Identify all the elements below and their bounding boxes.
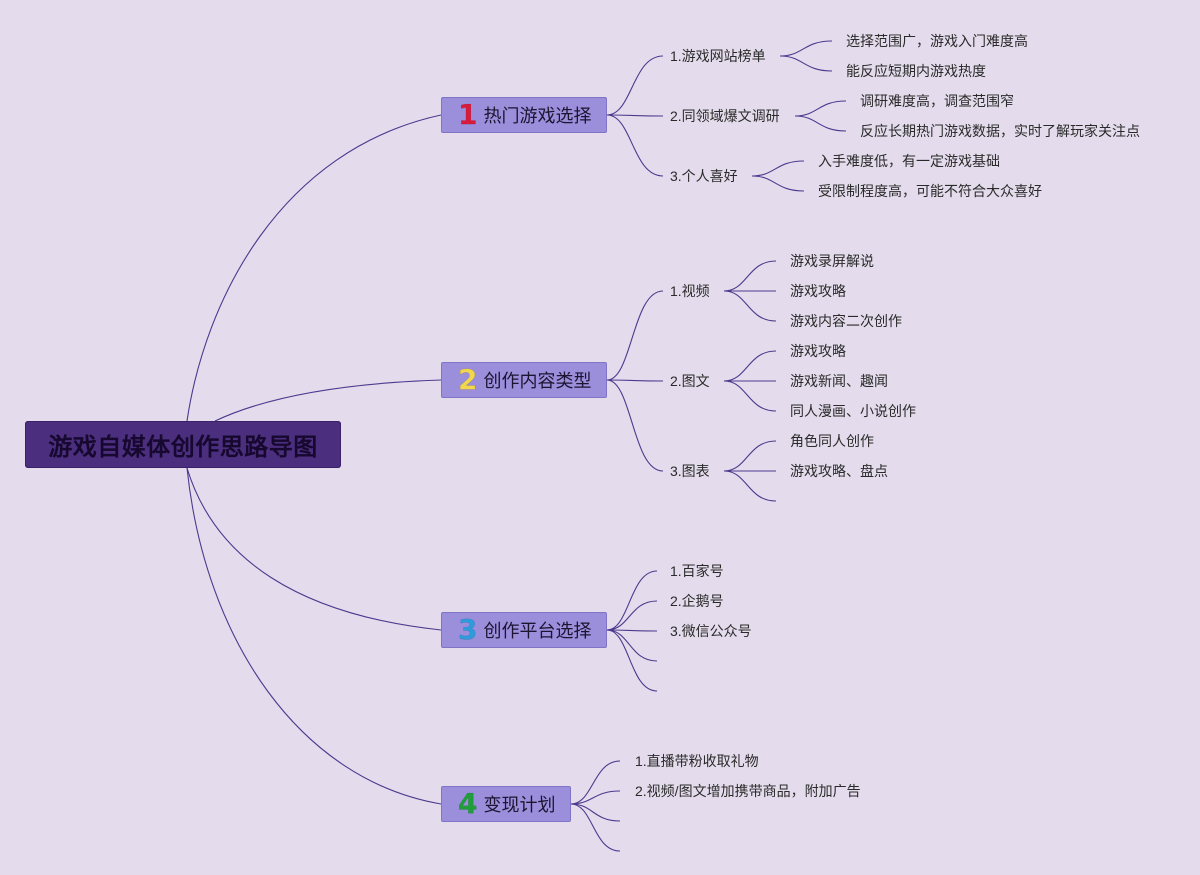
branch-label-1: 热门游戏选择 xyxy=(483,106,592,126)
branch-label-3: 创作平台选择 xyxy=(483,621,592,641)
detail-label: 受限制程度高，可能不符合大众喜好 xyxy=(818,183,1042,199)
branch-connector xyxy=(606,629,658,692)
detail-label: 反应长期热门游戏数据，实时了解玩家关注点 xyxy=(860,123,1140,139)
root-title: 游戏自媒体创作思路导图 xyxy=(48,434,318,461)
branch-node-1[interactable]: 1 热门游戏选择 xyxy=(441,97,607,133)
detail-connector xyxy=(723,260,777,292)
detail-label: 游戏攻略 xyxy=(790,343,846,359)
detail-label: 选择范围广，游戏入门难度高 xyxy=(846,33,1028,49)
detail-label: 游戏内容二次创作 xyxy=(790,313,902,329)
detail-connector xyxy=(723,470,777,502)
topic-label: 2.视频/图文增加携带商品，附加广告 xyxy=(635,783,861,799)
branch-number-3: 3 xyxy=(458,613,478,646)
topic-label: 1.百家号 xyxy=(670,563,724,579)
topic-label: 3.个人喜好 xyxy=(670,168,738,184)
detail-label: 游戏新闻、趣闻 xyxy=(790,373,888,389)
branch-connector xyxy=(606,55,664,116)
detail-connector xyxy=(723,380,777,412)
root-connector-2 xyxy=(214,379,442,422)
topic-label: 1.游戏网站榜单 xyxy=(670,48,766,64)
topic-label: 3.微信公众号 xyxy=(670,623,752,639)
branch-node-4[interactable]: 4 变现计划 xyxy=(441,786,571,822)
branch-connector xyxy=(606,379,664,382)
detail-connector xyxy=(794,115,847,132)
topic-label: 2.企鹅号 xyxy=(670,593,724,609)
detail-label: 同人漫画、小说创作 xyxy=(790,403,916,419)
branch-connector xyxy=(606,114,664,177)
detail-connector xyxy=(723,290,777,322)
branch-number-1: 1 xyxy=(458,98,478,131)
branch-connector xyxy=(606,600,658,631)
detail-label: 入手难度低，有一定游戏基础 xyxy=(818,153,1000,169)
branch-connector xyxy=(606,290,664,381)
root-connector-1 xyxy=(186,114,442,422)
detail-connector xyxy=(794,100,847,117)
detail-connector xyxy=(779,55,833,72)
detail-connector xyxy=(723,350,777,382)
branch-number-4: 4 xyxy=(458,787,478,820)
branch-connector xyxy=(606,629,658,662)
branch-node-2[interactable]: 2 创作内容类型 xyxy=(441,362,607,398)
branch-connector xyxy=(570,803,621,822)
topic-label: 1.视频 xyxy=(670,283,710,299)
topic-label: 3.图表 xyxy=(670,463,710,479)
topic-label: 2.图文 xyxy=(670,373,710,389)
branch-number-2: 2 xyxy=(458,363,478,396)
detail-connector xyxy=(751,160,805,177)
detail-label: 角色同人创作 xyxy=(790,433,874,449)
topic-label: 2.同领域爆文调研 xyxy=(670,108,780,124)
detail-label: 游戏录屏解说 xyxy=(790,253,874,269)
branch-connector xyxy=(570,803,621,852)
topic-label: 1.直播带粉收取礼物 xyxy=(635,753,759,769)
detail-label: 游戏攻略、盘点 xyxy=(790,463,888,479)
detail-label: 调研难度高，调查范围窄 xyxy=(860,93,1014,109)
detail-connector xyxy=(723,440,777,472)
branch-connector xyxy=(570,760,621,805)
detail-label: 游戏攻略 xyxy=(790,283,846,299)
branch-label-2: 创作内容类型 xyxy=(483,371,592,391)
detail-connector xyxy=(751,175,805,192)
root-node[interactable]: 游戏自媒体创作思路导图 xyxy=(25,421,341,468)
detail-connector xyxy=(779,40,833,57)
root-connector-4 xyxy=(186,467,442,805)
branch-connector xyxy=(606,114,664,117)
branch-connector xyxy=(570,790,621,805)
branch-connector xyxy=(606,379,664,472)
branch-node-3[interactable]: 3 创作平台选择 xyxy=(441,612,607,648)
branch-connector xyxy=(606,570,658,631)
detail-label: 能反应短期内游戏热度 xyxy=(846,63,986,79)
branch-label-4: 变现计划 xyxy=(483,795,556,815)
root-connector-3 xyxy=(186,467,442,631)
